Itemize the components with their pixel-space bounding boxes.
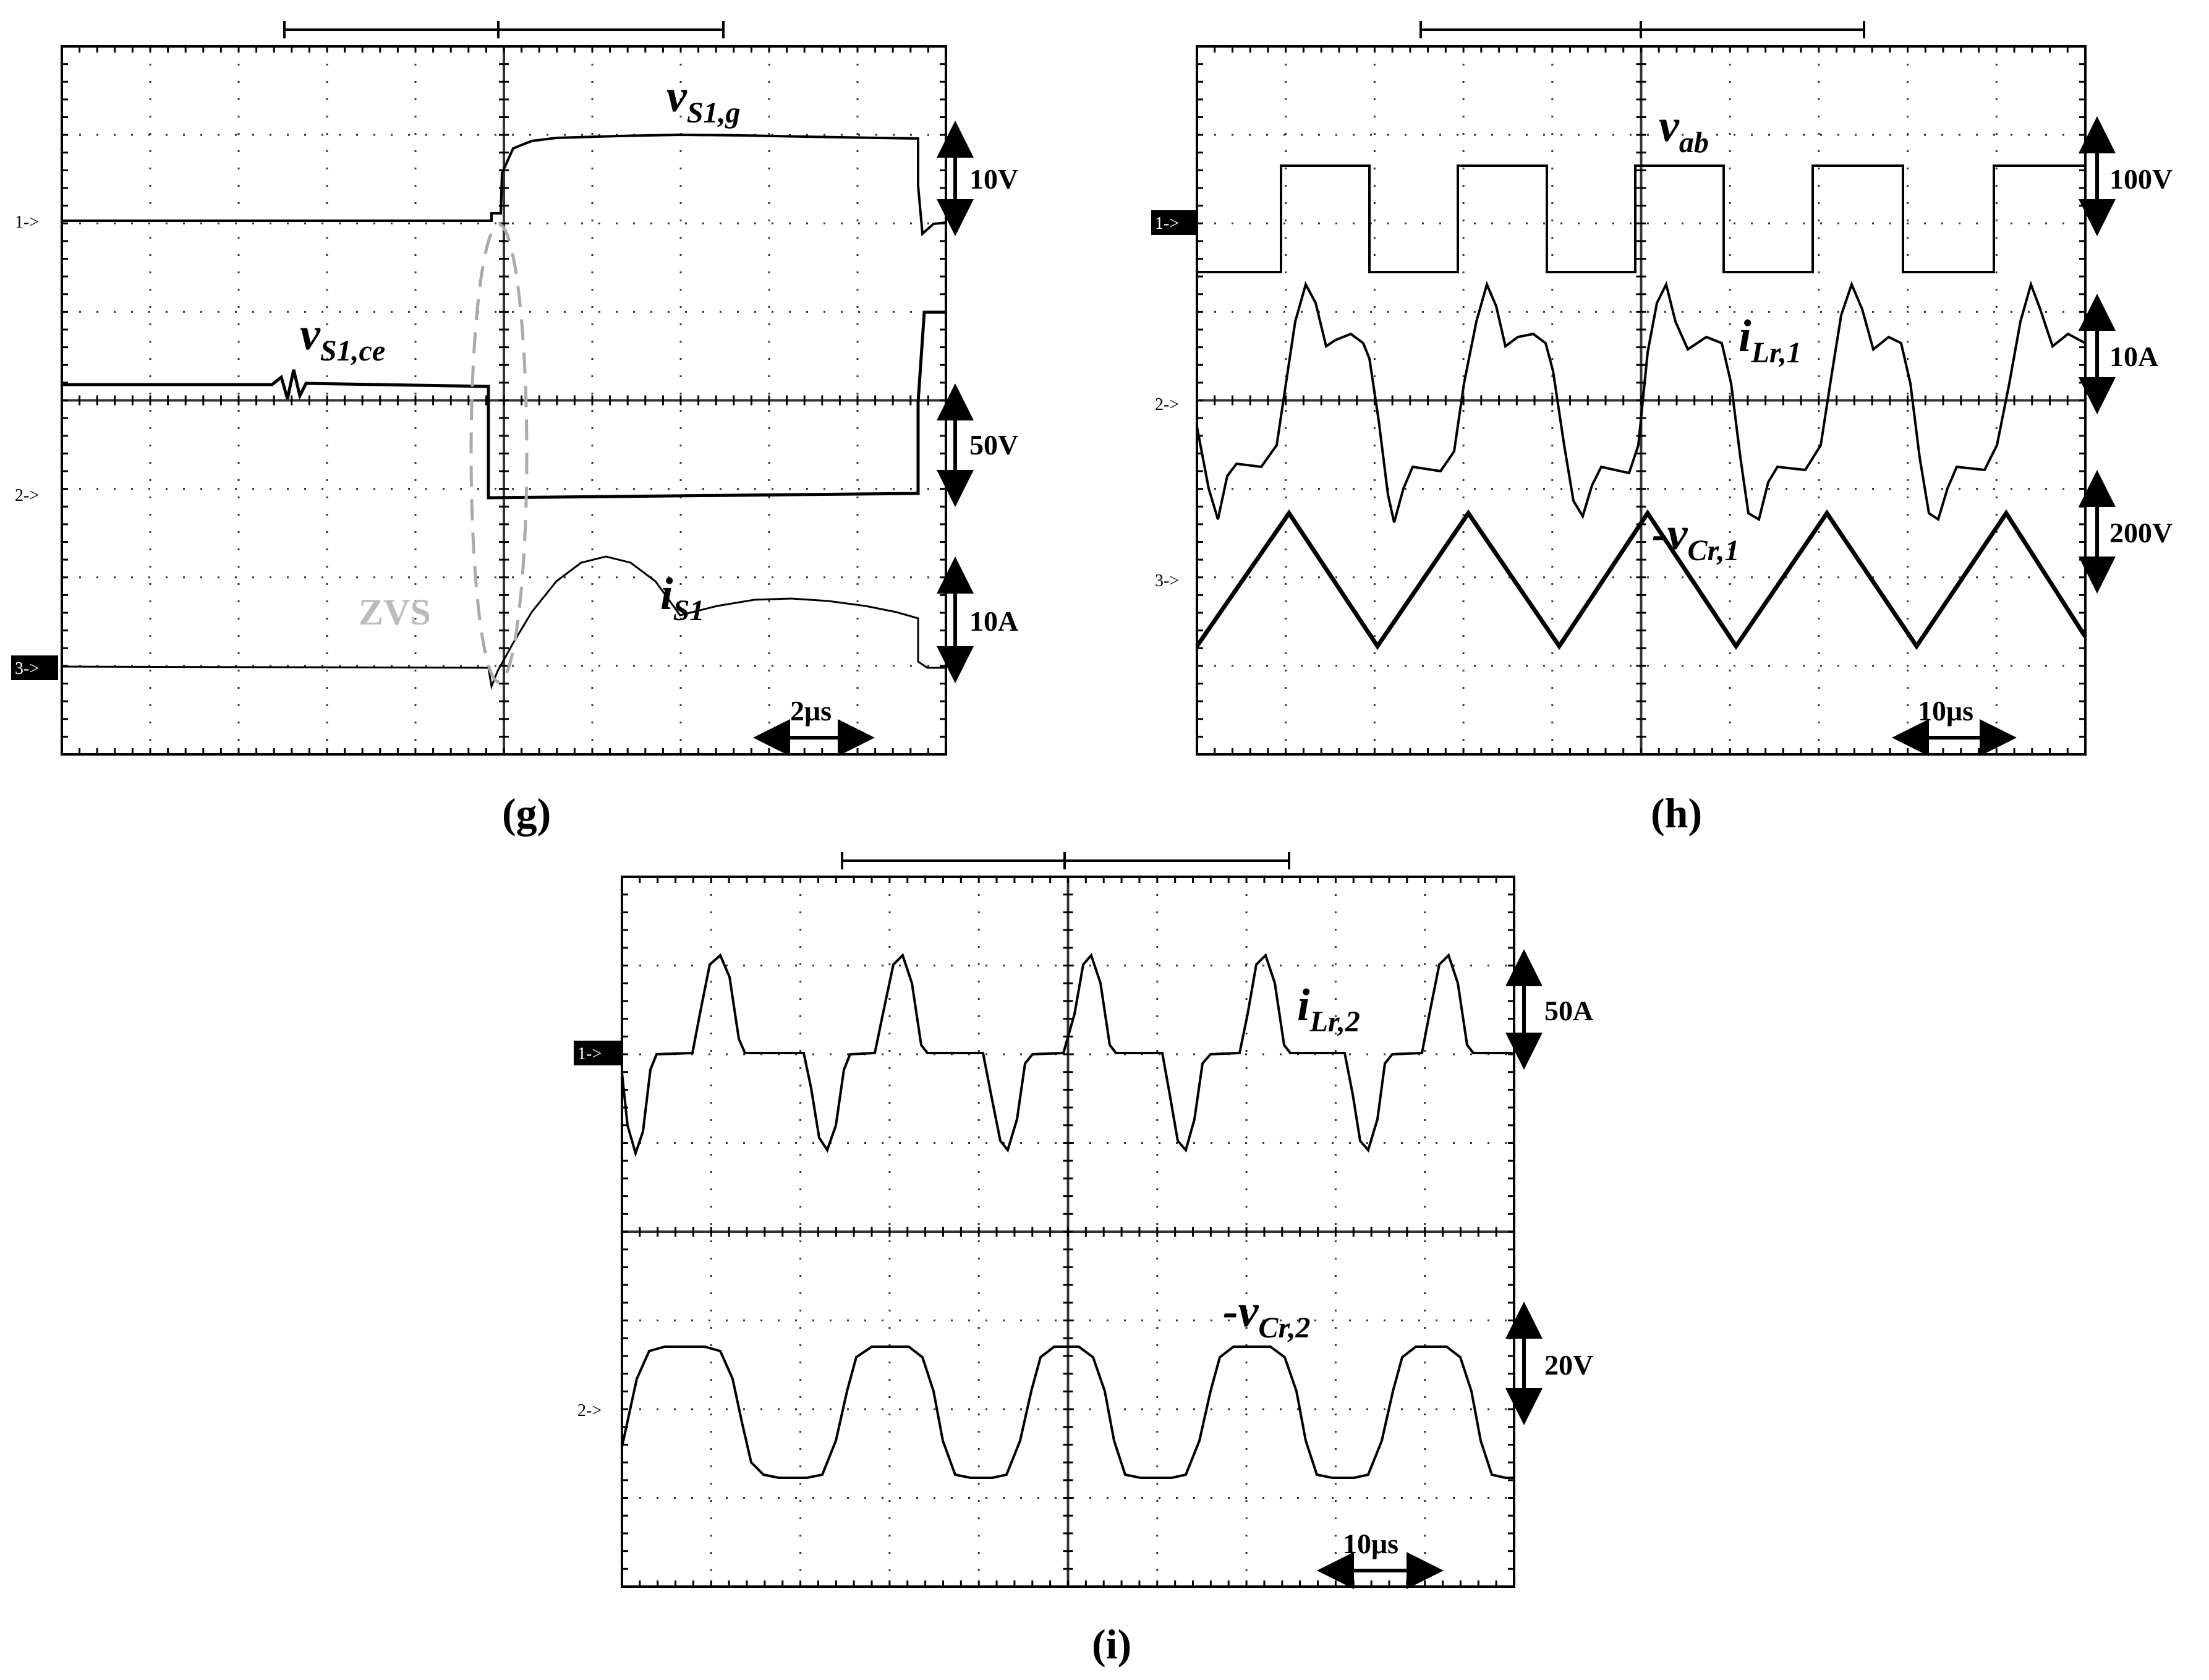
- panel-g-time-bracket: [283, 21, 725, 38]
- panel-i-scale-1: 50A: [1505, 949, 1593, 1070]
- panel-h-scale-2: 10A: [2079, 294, 2158, 414]
- panel-h-screen: [1195, 45, 2087, 756]
- panel-g-screen: [61, 45, 947, 756]
- panel-g-channel-2: 2->: [15, 486, 39, 505]
- channel-3-marker: 3->: [15, 659, 39, 678]
- panel-i-traces: [621, 953, 1514, 1479]
- panel-label-g: (g): [502, 790, 551, 837]
- panel-i: 1-> 2-> 50A 20V iLr,2 -vCr,2 10μs (i): [574, 852, 1593, 1668]
- scale-label-100V: 100V: [2109, 163, 2173, 195]
- panel-g-grid: [61, 45, 947, 756]
- panel-g-traces: [61, 133, 947, 690]
- scale-label-10A: 10A: [969, 605, 1018, 637]
- panel-i-trace-vCr2: [621, 1345, 1514, 1479]
- label-vS1g: vS1,g: [666, 71, 741, 129]
- panel-label-h: (h): [1651, 790, 1702, 837]
- panel-h-channel-3: 3->: [1155, 571, 1179, 591]
- panel-g-time-scale: 2μs: [753, 695, 875, 756]
- time-scale-2us: 2μs: [790, 695, 832, 727]
- panel-g-scale-1: 10V: [937, 121, 1018, 236]
- label-vab: vab: [1659, 101, 1709, 159]
- panel-g-trace-iS1: [61, 555, 946, 690]
- panel-i-grid: [621, 876, 1515, 1588]
- panel-g-scale-3: 10A: [937, 556, 1018, 683]
- zvs-annotation: ZVS: [359, 592, 431, 633]
- label-iLr1: iLr,1: [1739, 311, 1802, 369]
- panel-h-channel-1: 1->: [1151, 210, 1198, 235]
- channel-2-marker: 2->: [1155, 395, 1179, 414]
- channel-1-marker: 1->: [577, 1044, 602, 1064]
- panel-i-trace-iLr2: [621, 953, 1514, 1158]
- panel-g-channel-3: 3->: [11, 655, 58, 680]
- zvs-ellipse: [469, 223, 529, 684]
- label-vCr2: -vCr,2: [1223, 1286, 1311, 1344]
- panel-i-scale-2: 20V: [1505, 1302, 1593, 1425]
- panel-g-trace-vS1g: [62, 133, 947, 237]
- panel-h-channel-2: 2->: [1155, 395, 1179, 414]
- panel-h-trace-vCr1: [1195, 509, 2087, 650]
- panel-h-scale-1: 100V: [2079, 116, 2173, 236]
- panel-i-channel-2: 2->: [577, 1401, 602, 1420]
- panel-h-trace-iLr1: [1196, 280, 2086, 523]
- label-vCr1: -vCr,1: [1652, 509, 1740, 567]
- scale-label-10A: 10A: [2109, 341, 2158, 372]
- panel-h: 1-> 2-> 3-> 100V 10A 200V vab iLr,1 -vCr…: [1151, 21, 2173, 837]
- panel-h-time-bracket: [1419, 21, 1865, 38]
- channel-2-marker: 2->: [577, 1401, 602, 1420]
- scale-label-50A: 50A: [1544, 995, 1593, 1026]
- panel-i-time-bracket: [841, 852, 1290, 869]
- panel-g-channel-1: 1->: [15, 213, 39, 232]
- label-vS1ce: vS1,ce: [300, 309, 385, 367]
- scale-label-200V: 200V: [2109, 517, 2173, 548]
- channel-1-marker: 1->: [15, 213, 39, 232]
- panel-i-screen: [621, 876, 1515, 1588]
- panel-h-scale-3: 200V: [2079, 470, 2173, 594]
- panel-h-time-scale: 10μs: [1892, 695, 2017, 756]
- time-scale-10us: 10μs: [1343, 1528, 1398, 1559]
- panel-i-time-scale: 10μs: [1317, 1528, 1444, 1589]
- label-iS1: iS1: [660, 569, 704, 627]
- panel-label-i: (i): [1092, 1621, 1131, 1668]
- channel-2-marker: 2->: [15, 486, 39, 505]
- panel-g-trace-vS1ce: [62, 310, 946, 500]
- scale-label-50V: 50V: [969, 429, 1018, 461]
- panel-i-channel-1: 1->: [574, 1041, 621, 1065]
- panel-h-grid: [1196, 45, 2087, 756]
- panel-h-trace-vab: [1197, 164, 2085, 273]
- channel-1-marker: 1->: [1155, 214, 1179, 233]
- scale-label-20V: 20V: [1544, 1349, 1593, 1381]
- label-iLr2: iLr,2: [1297, 980, 1360, 1038]
- scale-label-10V: 10V: [969, 163, 1018, 195]
- panel-g: 1-> 2-> 3-> 10V 50V 10A vS1,g vS1,ce iS1…: [11, 21, 1018, 837]
- panel-g-scale-2: 50V: [937, 383, 1018, 507]
- time-scale-10us: 10μs: [1918, 695, 1973, 727]
- channel-3-marker: 3->: [1155, 571, 1179, 591]
- panel-h-traces: [1195, 164, 2087, 650]
